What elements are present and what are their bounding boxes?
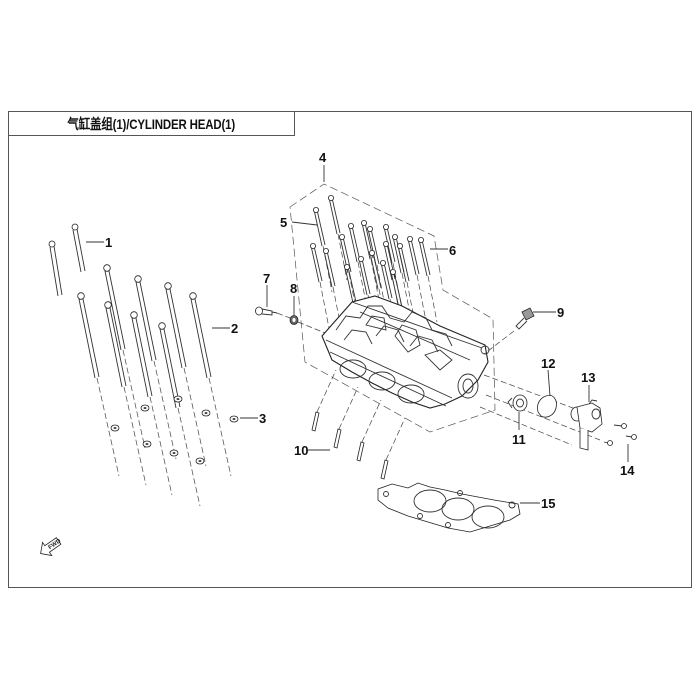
long-bolt — [158, 322, 201, 507]
leader-5 — [291, 221, 318, 226]
part-8-seal-washer[interactable] — [289, 315, 299, 325]
part-9-temp-sensor[interactable] — [515, 307, 535, 330]
cylinder-head-body[interactable] — [321, 295, 490, 409]
cam-bolt — [406, 235, 427, 322]
part-11-thermostat[interactable] — [507, 394, 528, 412]
long-bolt — [104, 301, 147, 486]
dowel-pin — [333, 386, 359, 449]
long-bolt — [189, 292, 232, 477]
part-2-long-bolts[interactable] — [77, 264, 232, 507]
callout-6[interactable]: 6 — [449, 243, 456, 258]
dowel-pin — [380, 417, 406, 480]
long-bolt — [103, 264, 146, 449]
cam-bolt — [312, 206, 333, 293]
callout-2[interactable]: 2 — [231, 321, 238, 336]
part-7-plug-bolt[interactable] — [255, 306, 278, 316]
part-10-dowel-pins[interactable] — [311, 369, 406, 480]
dowel-pin — [311, 369, 337, 432]
cam-bolt — [327, 194, 348, 281]
forward-arrow-icon: FWD — [40, 537, 63, 557]
callout-3[interactable]: 3 — [259, 411, 266, 426]
part-14-bolts[interactable] — [603, 423, 637, 446]
long-bolt — [77, 292, 120, 477]
part-12-gasket[interactable] — [537, 394, 557, 418]
callout-9[interactable]: 9 — [557, 305, 564, 320]
title-box: 气缸盖组(1)/CYLINDER HEAD(1) — [8, 111, 295, 136]
dowel-pin — [356, 399, 382, 462]
callout-7[interactable]: 7 — [263, 271, 270, 286]
drawing-frame — [8, 111, 692, 588]
part-13-water-outlet[interactable] — [570, 399, 603, 451]
long-bolt — [134, 275, 177, 460]
part-3-washers[interactable] — [110, 395, 239, 465]
callout-11[interactable]: 11 — [512, 432, 526, 447]
long-bolt — [164, 282, 207, 467]
callout-10[interactable]: 10 — [294, 443, 308, 458]
leader-12 — [547, 369, 551, 397]
part-1-short-bolts[interactable] — [48, 223, 86, 297]
callout-4[interactable]: 4 — [319, 150, 327, 165]
cam-bolt — [309, 242, 330, 329]
callout-15[interactable]: 15 — [541, 496, 555, 511]
callout-14[interactable]: 14 — [620, 463, 635, 478]
long-bolt — [130, 311, 173, 496]
callout-12[interactable]: 12 — [541, 356, 555, 371]
page-title: 气缸盖组(1)/CYLINDER HEAD(1) — [67, 115, 236, 132]
callout-8[interactable]: 8 — [290, 281, 297, 296]
part-15-head-gasket[interactable] — [377, 482, 521, 533]
callout-1[interactable]: 1 — [105, 235, 112, 250]
callout-13[interactable]: 13 — [581, 370, 595, 385]
cam-bolt — [417, 236, 438, 323]
callout-5[interactable]: 5 — [280, 215, 287, 230]
assembly-4-boundary — [289, 183, 496, 433]
